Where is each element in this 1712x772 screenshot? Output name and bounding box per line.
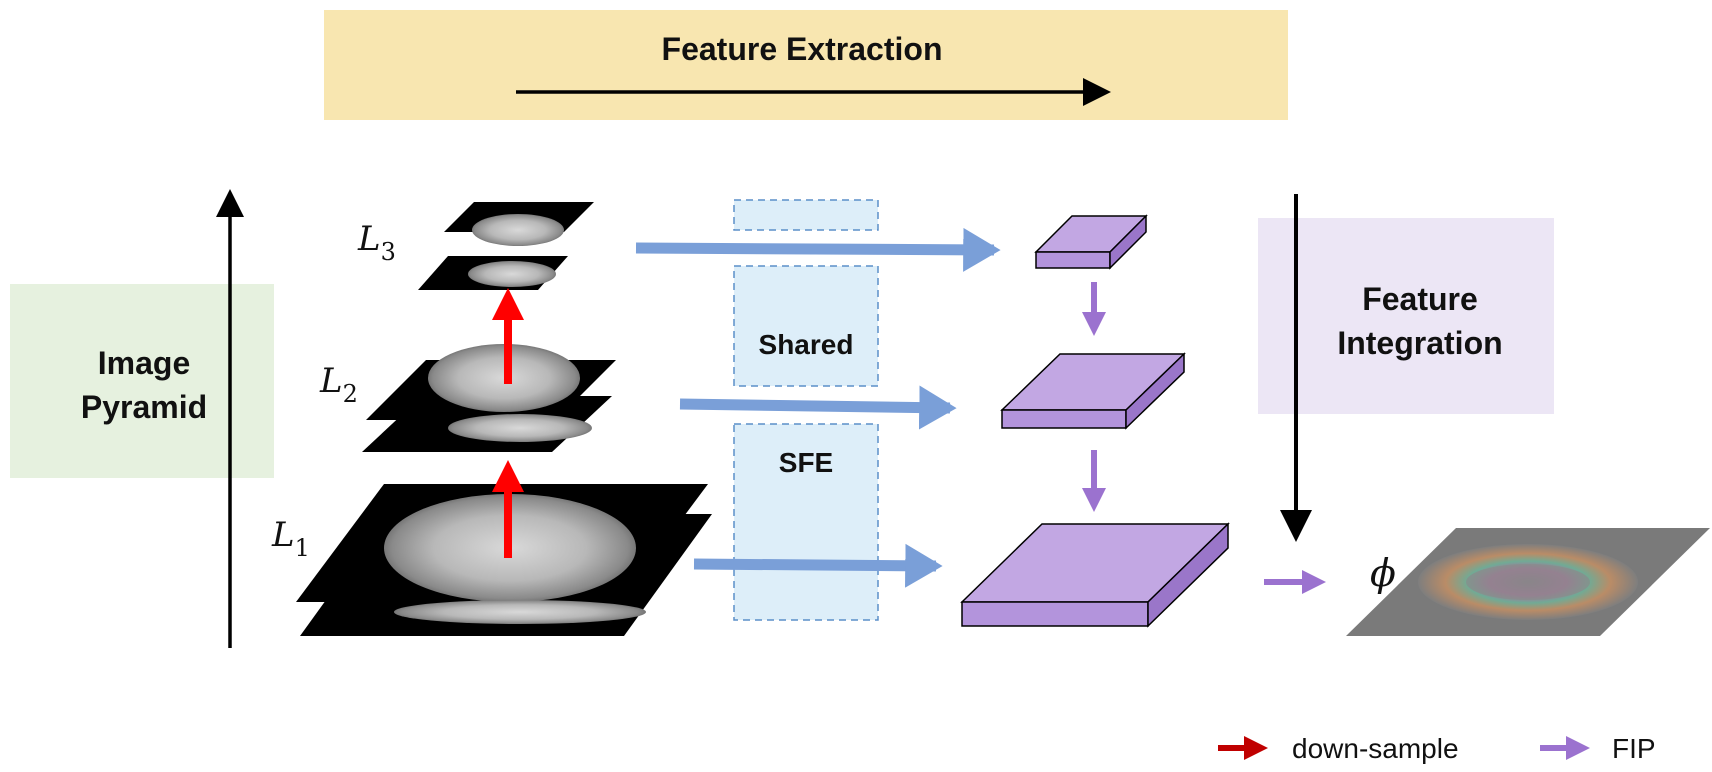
level-3-slices bbox=[418, 202, 594, 290]
level-3-label: L3 bbox=[357, 219, 396, 266]
feature-integration-label-line2: Integration bbox=[1337, 325, 1502, 361]
feature-integration-label-line1: Feature bbox=[1362, 281, 1478, 317]
level-1-label: L1 bbox=[271, 515, 310, 562]
phi-symbol: ϕ bbox=[1370, 551, 1396, 595]
image-pyramid-box bbox=[10, 284, 274, 478]
legend: down-sample FIP bbox=[1218, 733, 1656, 764]
feature-extraction-title: Feature Extraction bbox=[662, 31, 943, 67]
flow-arrow-level-1 bbox=[693, 543, 943, 588]
image-pyramid-label-line2: Pyramid bbox=[81, 389, 207, 425]
flow-arrow-level-2 bbox=[679, 385, 957, 430]
flow-arrow-level-3 bbox=[635, 227, 1001, 272]
deformation-field-image bbox=[1346, 528, 1710, 636]
shared-sfe-block bbox=[733, 199, 879, 621]
feature-integration-box bbox=[1258, 218, 1554, 414]
feature-map-level-1 bbox=[960, 522, 1230, 628]
legend-downsample-label: down-sample bbox=[1292, 733, 1459, 764]
feature-map-level-3 bbox=[1034, 214, 1148, 270]
image-pyramid-label-line1: Image bbox=[98, 345, 190, 381]
legend-fip-label: FIP bbox=[1612, 733, 1656, 764]
sfe-label: SFE bbox=[779, 447, 833, 478]
level-2-label: L2 bbox=[319, 361, 358, 408]
feature-map-level-2 bbox=[1000, 352, 1186, 430]
level-1-slices bbox=[296, 484, 712, 636]
level-2-slices bbox=[362, 344, 616, 452]
shared-label: Shared bbox=[759, 329, 854, 360]
feature-extraction-banner bbox=[324, 10, 1288, 120]
